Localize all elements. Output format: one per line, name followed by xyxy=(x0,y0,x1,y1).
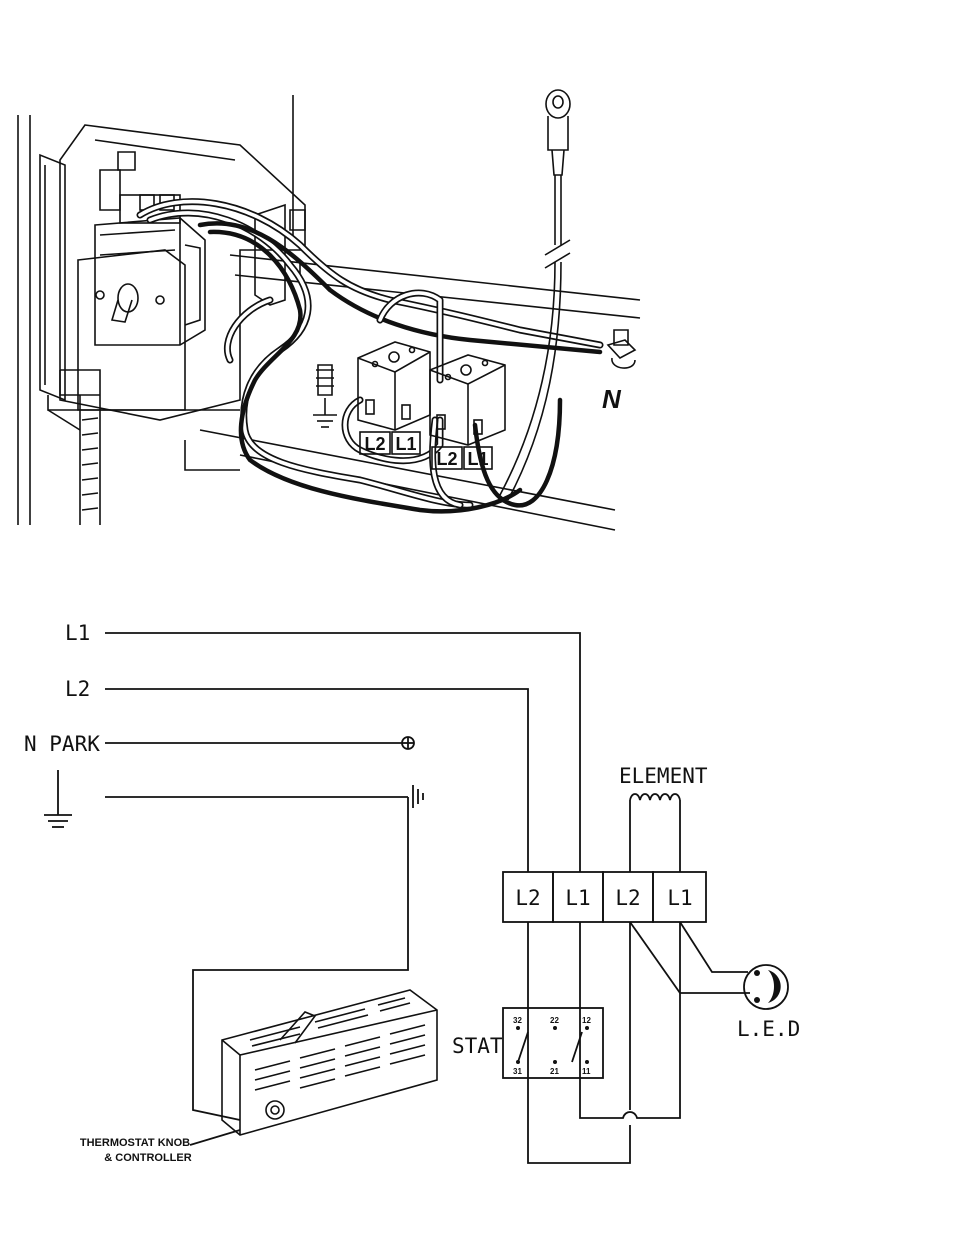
led-icon xyxy=(743,964,789,1010)
terminal-label: L1 xyxy=(667,886,692,910)
thermostat-controller-illustration xyxy=(221,989,438,1136)
installation-illustration: L2 L1 L2 L1 xyxy=(17,89,641,531)
thermostat-switch xyxy=(502,1007,604,1079)
chassis-ground-icon xyxy=(412,785,424,808)
stat-contact-label: 31 xyxy=(513,1067,522,1076)
illustration-terminal-label: L2 xyxy=(436,449,457,469)
thermostat-caption-line1: THERMOSTAT KNOB xyxy=(80,1137,190,1149)
element-coil-icon xyxy=(629,793,681,872)
neutral-label: N xyxy=(602,384,622,414)
wiring-schematic: L1 L2 N PARK ELEMENT xyxy=(24,621,800,1164)
terminal-block-1 xyxy=(357,341,431,455)
terminal-label: L2 xyxy=(515,886,540,910)
line-label-n-park: N PARK xyxy=(24,732,100,756)
n-park-terminal-icon xyxy=(401,736,415,750)
l2-supply-wire xyxy=(105,688,529,872)
led-label: L.E.D xyxy=(737,1017,800,1041)
stat-contact-label: 21 xyxy=(550,1067,559,1076)
terminal-label: L1 xyxy=(565,886,590,910)
ground-to-controller-wire xyxy=(192,797,409,1121)
illustration-terminal-label: L1 xyxy=(467,449,488,469)
thermostat-caption-line2: & CONTROLLER xyxy=(104,1152,191,1164)
illustration-terminal-label: L2 xyxy=(364,434,385,454)
terminal-block-2 xyxy=(429,354,506,470)
stat-contact-label: 32 xyxy=(513,1016,522,1025)
stat-contact-label: 22 xyxy=(550,1016,559,1025)
stat-contact-label: 11 xyxy=(582,1067,591,1076)
line-label-l1: L1 xyxy=(65,621,90,645)
illustration-terminal-label: L1 xyxy=(395,434,416,454)
l1-stat-element-wire xyxy=(579,922,681,1119)
line-label-l2: L2 xyxy=(65,677,90,701)
earth-ground-icon xyxy=(44,770,72,828)
stat-contact-label: 12 xyxy=(582,1016,591,1025)
element-label: ELEMENT xyxy=(619,764,708,788)
led-wire-1 xyxy=(629,921,700,994)
terminal-label: L2 xyxy=(615,886,640,910)
l1-supply-wire xyxy=(105,632,581,872)
l2-stat-return-wire xyxy=(527,922,631,1164)
led-probe xyxy=(499,89,571,501)
neutral-stud xyxy=(606,329,637,369)
stat-label: STAT xyxy=(452,1034,503,1058)
led-wire-2 xyxy=(679,921,748,973)
